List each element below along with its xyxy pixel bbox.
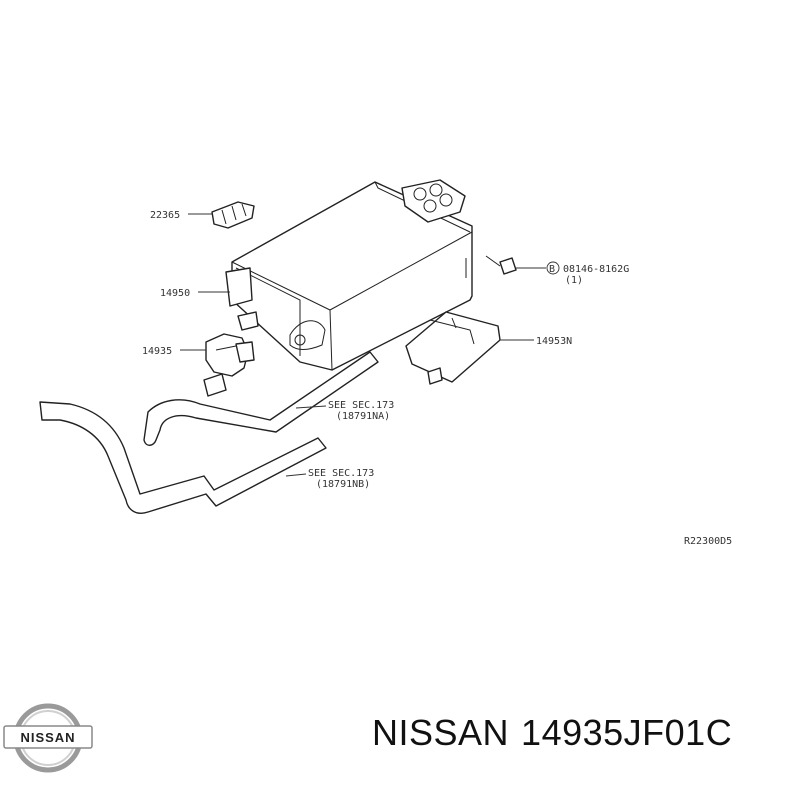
label-14935: 14935: [142, 346, 172, 357]
label-see-a-line2: (18791NA): [336, 411, 390, 422]
label-14953n: 14953N: [536, 336, 572, 347]
leader-lines: [180, 213, 546, 477]
label-22365: 22365: [150, 210, 180, 221]
hose-18791na: [143, 351, 379, 446]
nissan-logo-text: NISSAN: [20, 730, 75, 745]
nissan-logo: NISSAN: [3, 703, 93, 773]
hose-18791nb: [39, 401, 327, 514]
clip-22365: [211, 201, 255, 229]
label-bolt-code: 08146-8162G: [563, 264, 629, 275]
valve-14935: [203, 333, 255, 397]
bolt-symbol-circle: [546, 261, 560, 275]
caption-part-number: 14935JF01C: [521, 712, 733, 753]
label-bolt-qty: (1): [565, 275, 583, 286]
label-ref-code: R22300D5: [684, 536, 732, 547]
label-bolt-symbol: B: [549, 264, 555, 275]
label-see-a-line1: SEE SEC.173: [328, 400, 394, 411]
caption-brand: NISSAN: [372, 712, 510, 753]
label-see-b-line2: (18791NB): [316, 479, 370, 490]
part-caption: NISSAN 14935JF01C: [372, 712, 792, 762]
label-14950: 14950: [160, 288, 190, 299]
evap-canister: [225, 179, 473, 371]
bolt-08146: [485, 255, 517, 275]
label-see-b-line1: SEE SEC.173: [308, 468, 374, 479]
